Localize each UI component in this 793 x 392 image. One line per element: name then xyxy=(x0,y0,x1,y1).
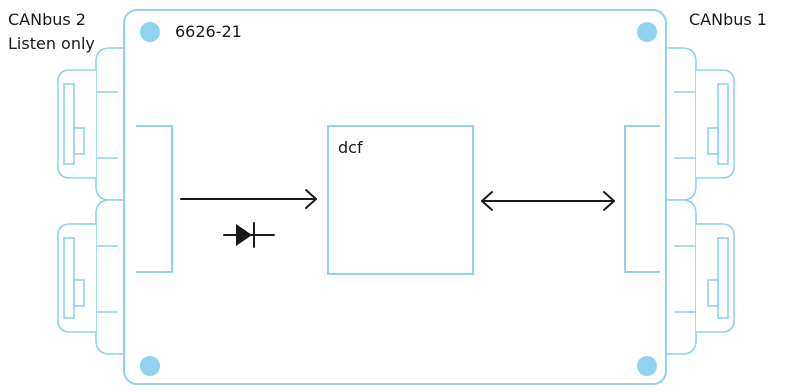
mounting-hole-bottom-left xyxy=(140,356,160,376)
left-port-bracket xyxy=(136,125,173,273)
right-connector-label: CANbus 1 xyxy=(689,10,767,29)
mounting-hole-top-left xyxy=(140,22,160,42)
dcf-label: dcf xyxy=(338,138,363,157)
dcf-block xyxy=(327,125,474,275)
mounting-hole-bottom-right xyxy=(637,356,657,376)
mounting-hole-top-right xyxy=(637,22,657,42)
diode-icon xyxy=(223,222,275,248)
left-connector-lower xyxy=(57,199,125,355)
device-id-label: 6626-21 xyxy=(175,22,242,41)
right-port-bracket xyxy=(624,125,660,273)
left-connector-label-line1: CANbus 2 xyxy=(8,10,86,29)
bidirectional-arrow xyxy=(481,191,615,211)
left-connector-upper xyxy=(57,47,125,201)
right-connector-lower xyxy=(665,199,735,355)
left-connector-label-line2: Listen only xyxy=(8,34,95,53)
right-connector-upper xyxy=(665,47,735,201)
one-way-arrow xyxy=(180,189,317,209)
